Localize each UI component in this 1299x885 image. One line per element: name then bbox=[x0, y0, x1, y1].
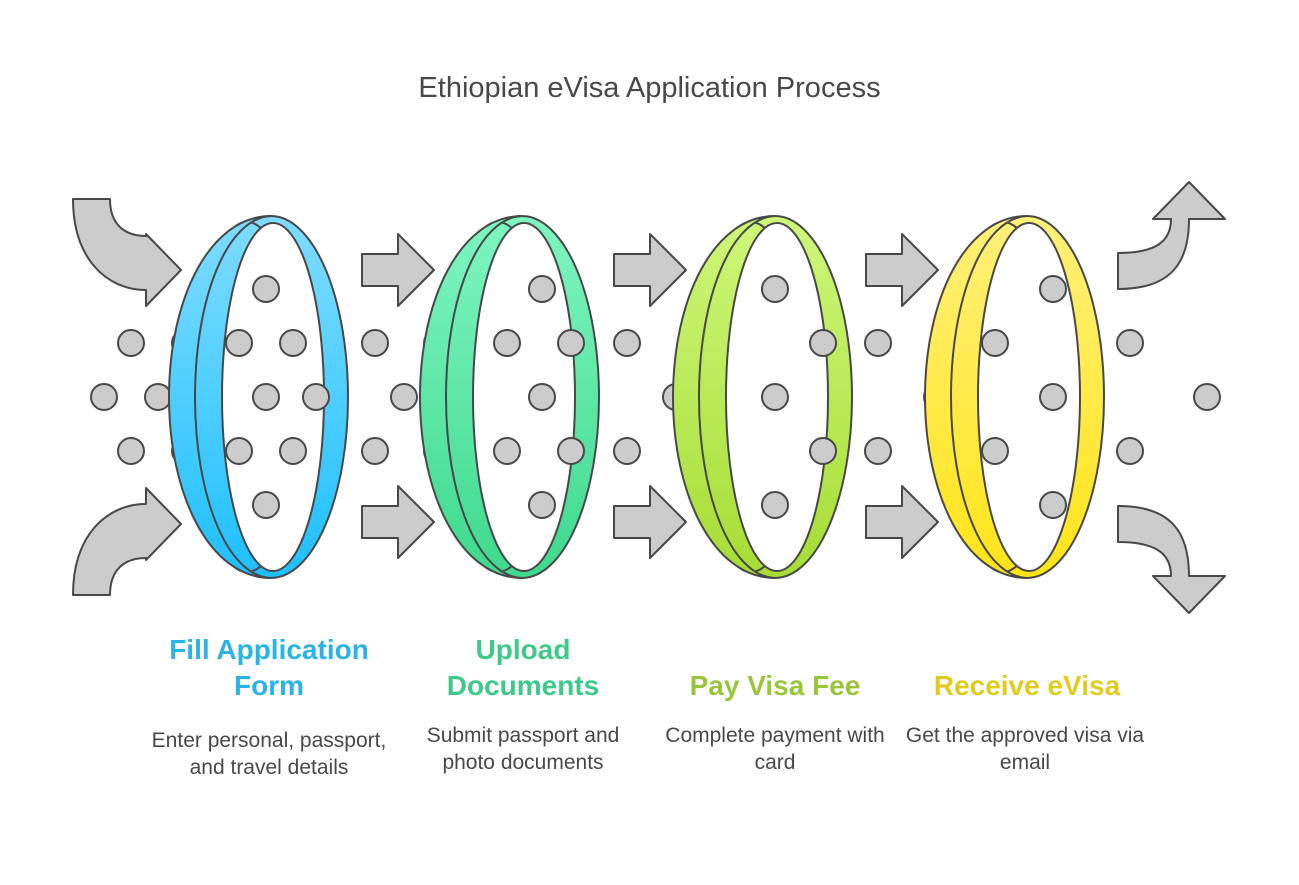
flow-arrows bbox=[72, 181, 1226, 614]
particle-dot bbox=[528, 275, 556, 303]
step-2-title: Upload Documents bbox=[446, 634, 600, 701]
particle-dot bbox=[361, 437, 389, 465]
particle-dot bbox=[809, 329, 837, 357]
particle-dot bbox=[390, 383, 418, 411]
curved-input-arrow-icon bbox=[72, 198, 182, 307]
right-arrow-icon bbox=[613, 233, 687, 307]
particle-dot bbox=[252, 275, 280, 303]
right-arrow-icon bbox=[361, 485, 435, 559]
particle-dot bbox=[613, 437, 641, 465]
curved-input-arrow-icon bbox=[72, 487, 182, 596]
step-1-description: Enter personal, passport, and travel det… bbox=[151, 729, 387, 779]
ring-front-rim bbox=[923, 215, 1028, 579]
ring-front-rim bbox=[418, 215, 523, 579]
particle-dot bbox=[1116, 329, 1144, 357]
right-arrow-icon bbox=[865, 485, 939, 559]
right-arrow-icon bbox=[613, 485, 687, 559]
particle-dot bbox=[761, 275, 789, 303]
particle-dot bbox=[528, 491, 556, 519]
ring-front-rim bbox=[167, 215, 272, 579]
particle-dot bbox=[225, 437, 253, 465]
particle-dot bbox=[279, 437, 307, 465]
particle-dot bbox=[361, 329, 389, 357]
particle-dot bbox=[1116, 437, 1144, 465]
particle-dot bbox=[557, 437, 585, 465]
step-3-description: Complete payment with card bbox=[665, 724, 885, 774]
particle-dot bbox=[252, 491, 280, 519]
particle-dot bbox=[144, 383, 172, 411]
particle-dot bbox=[761, 383, 789, 411]
particle-dot bbox=[117, 329, 145, 357]
particle-dot bbox=[864, 329, 892, 357]
right-arrow-icon bbox=[361, 233, 435, 307]
particle-dot bbox=[557, 329, 585, 357]
particle-dot bbox=[225, 329, 253, 357]
particle-dot bbox=[252, 383, 280, 411]
particle-dot bbox=[864, 437, 892, 465]
filter-rings bbox=[167, 215, 1105, 579]
particle-dot bbox=[493, 329, 521, 357]
particle-dot bbox=[493, 437, 521, 465]
particle-dot bbox=[302, 383, 330, 411]
right-arrow-icon bbox=[865, 233, 939, 307]
particle-dot bbox=[613, 329, 641, 357]
particle-dot bbox=[117, 437, 145, 465]
ring-hole-fill bbox=[977, 222, 1081, 572]
particle-dot bbox=[1039, 383, 1067, 411]
step-4-description: Get the approved visa via email bbox=[905, 724, 1145, 774]
particle-dot bbox=[809, 437, 837, 465]
particle-dot bbox=[1039, 491, 1067, 519]
particle-dot bbox=[279, 329, 307, 357]
particle-dot bbox=[981, 437, 1009, 465]
particle-dot bbox=[981, 329, 1009, 357]
particle-dot bbox=[1039, 275, 1067, 303]
page-title: Ethiopian eVisa Application Process bbox=[418, 72, 881, 104]
ring-hole-fill bbox=[472, 222, 576, 572]
particle-dot bbox=[1193, 383, 1221, 411]
step-3-title: Pay Visa Fee bbox=[689, 670, 861, 701]
particle-dot bbox=[90, 383, 118, 411]
ring-front-rim bbox=[671, 215, 776, 579]
curved-output-arrow-icon bbox=[1117, 505, 1226, 614]
curved-output-arrow-icon bbox=[1117, 181, 1226, 290]
particle-dot bbox=[528, 383, 556, 411]
step-4-title: Receive eVisa bbox=[933, 670, 1121, 701]
step-2-description: Submit passport and photo documents bbox=[426, 724, 620, 774]
particle-dot bbox=[761, 491, 789, 519]
step-1-title: Fill Application Form bbox=[169, 634, 369, 701]
